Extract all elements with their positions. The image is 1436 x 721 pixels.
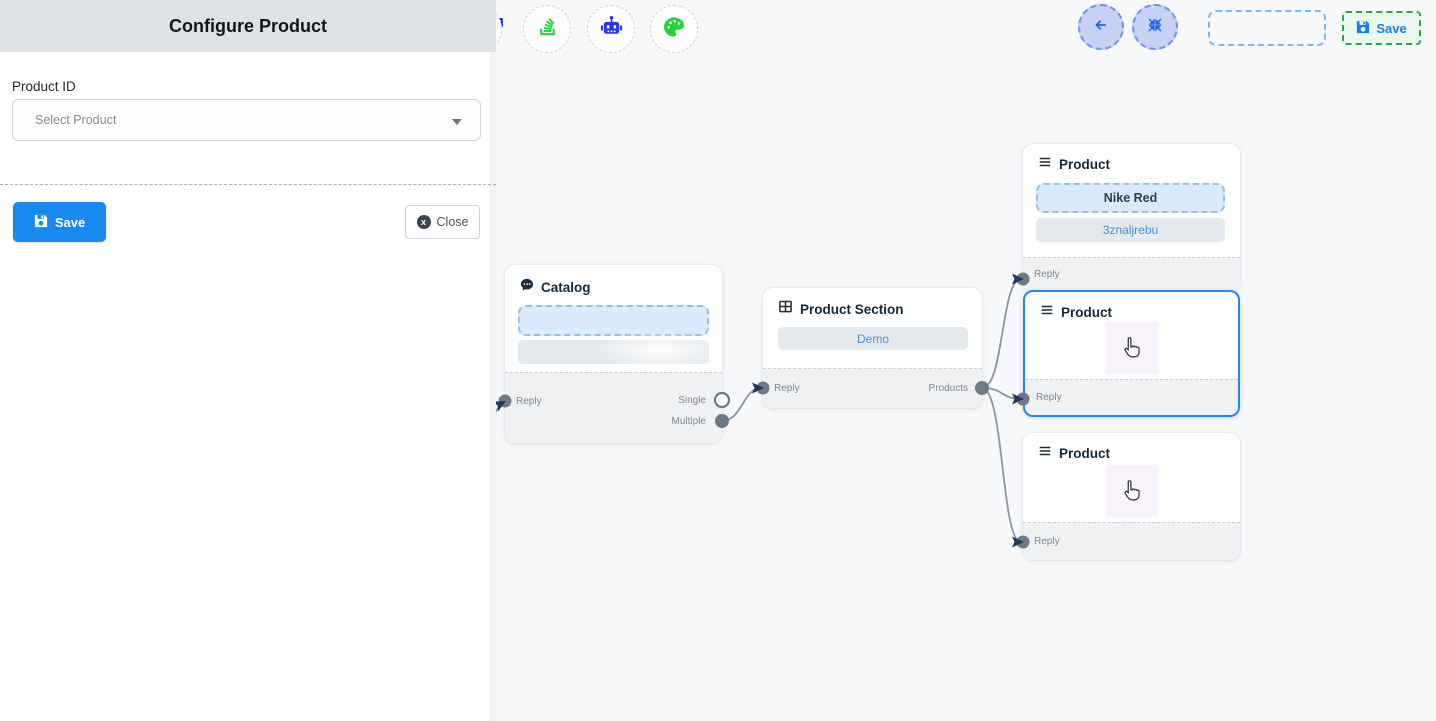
redaction-smudge (595, 331, 725, 371)
configure-product-panel: Configure Product Product ID Select Prod… (0, 0, 496, 721)
section-node-footer: Reply Products (763, 368, 982, 408)
panel-header: Configure Product (0, 0, 496, 52)
catalog-node-title: Catalog (541, 280, 591, 295)
stack-icon (536, 15, 559, 43)
fit-view-button[interactable] (1132, 4, 1178, 50)
product-id-label: Product ID (12, 79, 76, 94)
node-product-top[interactable]: Product Nike Red 3znaljrebu Reply (1023, 144, 1240, 292)
product-mid-reply-label: Reply (1036, 392, 1062, 403)
table-grid-icon (778, 299, 793, 319)
catalog-multiple-label: Multiple (671, 416, 706, 427)
catalog-reply-label: Reply (516, 396, 542, 407)
robot-icon (599, 14, 624, 44)
product-name-field[interactable]: Nike Red (1036, 183, 1225, 213)
toolbar-button-palette[interactable] (650, 5, 698, 53)
product-mid-header: Product (1025, 292, 1238, 322)
catalog-single-label: Single (678, 395, 706, 406)
section-products-label: Products (928, 383, 968, 394)
product-top-footer: Reply (1023, 257, 1240, 292)
close-icon: x (416, 215, 431, 229)
undo-back-button[interactable] (1078, 4, 1124, 50)
product-top-reply-label: Reply (1034, 269, 1060, 280)
product-top-title: Product (1059, 157, 1111, 172)
toolbar-button-bot[interactable] (587, 5, 635, 53)
canvas-save-button[interactable]: Save (1342, 11, 1421, 45)
empty-toolbar-slot[interactable] (1208, 10, 1326, 46)
product-bottom-header: Product (1023, 433, 1240, 463)
node-catalog[interactable]: Catalog Reply Single Multiple (505, 265, 725, 443)
product-top-header: Product (1023, 144, 1240, 174)
node-product-bottom[interactable]: Product Reply (1023, 433, 1240, 560)
product-bottom-title: Product (1059, 446, 1111, 461)
section-node-title: Product Section (800, 301, 904, 317)
product-select-dropdown[interactable]: Select Product (12, 99, 481, 141)
chat-bubble-icon (520, 278, 534, 297)
product-mid-footer: Reply (1025, 379, 1238, 415)
arrow-left-icon (1091, 15, 1111, 40)
palette-icon (662, 15, 686, 44)
section-node-header: Product Section (763, 288, 982, 319)
panel-close-button[interactable]: x Close (405, 205, 480, 239)
node-product-middle[interactable]: Product Reply (1023, 290, 1240, 417)
section-reply-label: Reply (774, 383, 800, 394)
node-product-section[interactable]: Product Section Demo Reply Products (763, 288, 982, 408)
menu-bars-icon (1038, 155, 1052, 174)
chevron-down-icon (452, 119, 462, 125)
panel-divider (0, 184, 496, 185)
section-item-demo[interactable]: Demo (778, 327, 968, 350)
catalog-node-footer: Reply Single Multiple (505, 372, 722, 443)
product-bottom-reply-label: Reply (1034, 536, 1060, 547)
product-id-field[interactable]: 3znaljrebu (1036, 218, 1225, 242)
panel-scrollbar[interactable] (490, 52, 496, 721)
save-icon (1356, 20, 1370, 37)
product-mid-title: Product (1061, 305, 1113, 320)
panel-save-button[interactable]: Save (13, 202, 106, 242)
toolbar-button-stack[interactable] (523, 5, 571, 53)
menu-bars-icon (1038, 444, 1052, 463)
panel-title: Configure Product (169, 15, 327, 36)
product-bottom-footer: Reply (1023, 522, 1240, 560)
save-icon (34, 214, 48, 231)
select-placeholder: Select Product (35, 113, 117, 127)
catalog-node-header: Catalog (505, 265, 722, 297)
catalog-body-field[interactable] (518, 305, 709, 336)
compress-icon (1146, 16, 1164, 39)
menu-bars-icon (1040, 303, 1054, 322)
